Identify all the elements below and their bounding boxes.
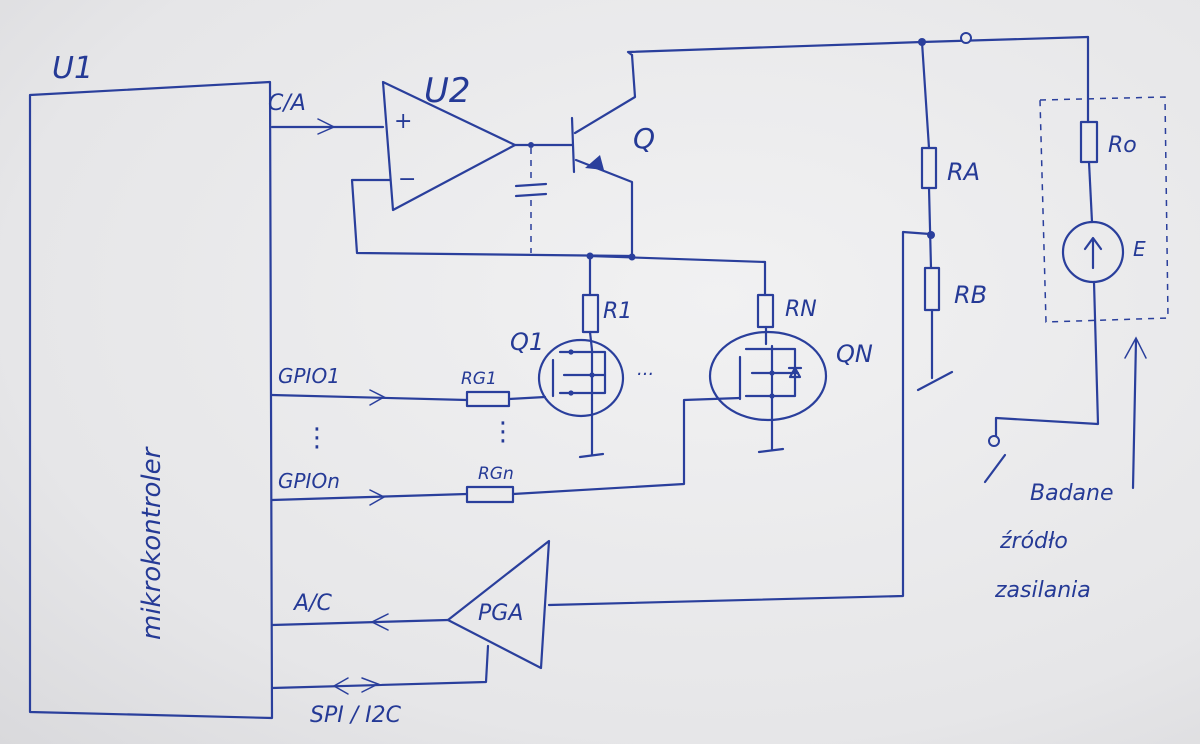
- pga-label: PGA: [478, 601, 523, 626]
- q1-label: Q1: [510, 328, 544, 356]
- rn-label: RN: [785, 297, 817, 322]
- ra-label: RA: [947, 158, 980, 186]
- microcontroller-u1: U1 mikrokontroler: [28, 51, 274, 720]
- ro-label: Ro: [1108, 133, 1137, 158]
- gpio1-line: GPIO1 RG1: [270, 364, 547, 408]
- gpion-line: GPIOn RGn: [270, 396, 742, 506]
- gpio-dots-mid: ⋮: [490, 417, 516, 447]
- mosfet-qn: QN: [708, 330, 873, 454]
- u1-label: U1: [52, 51, 93, 86]
- resistor-r1: R1: [581, 254, 632, 352]
- mosfet-ellipsis: ···: [636, 364, 653, 385]
- u2-label: U2: [424, 71, 471, 111]
- dac-output-line: C/A: [268, 91, 385, 135]
- voltage-divider: RA RB: [916, 40, 987, 392]
- gpion-label: GPIOn: [278, 469, 340, 493]
- mcu-label: mikrokontroler: [137, 445, 167, 640]
- gpio-dots-left: ⋮: [304, 423, 330, 453]
- opamp-u2: U2 + −: [350, 71, 634, 258]
- pga-amplifier: PGA A/C SPI / I2C: [270, 230, 932, 728]
- e-label: E: [1133, 237, 1146, 261]
- transistor-q: Q: [570, 53, 655, 258]
- battery-caption-line2: źródło: [999, 529, 1068, 554]
- rb-label: RB: [954, 281, 987, 309]
- battery-caption-line1: Badane: [1030, 481, 1114, 506]
- gpio1-label: GPIO1: [278, 364, 340, 388]
- mosfet-q1: Q1: [510, 328, 625, 459]
- q-label: Q: [633, 122, 655, 155]
- rgn-label: RGn: [478, 464, 514, 484]
- battery-under-test: Ro E Badane źródło zasilania: [983, 35, 1169, 603]
- compensation-capacitor: [514, 148, 548, 253]
- top-rail: [626, 32, 1090, 57]
- emitter-node: [586, 252, 767, 264]
- opamp-plus-label: +: [394, 109, 412, 134]
- r1-label: R1: [603, 299, 632, 324]
- ac-label: A/C: [292, 591, 332, 616]
- opamp-minus-label: −: [398, 167, 416, 192]
- qn-label: QN: [836, 340, 873, 368]
- resistor-rn: RN: [756, 260, 817, 346]
- battery-caption-line3: zasilania: [994, 578, 1091, 603]
- rg1-label: RG1: [461, 369, 497, 389]
- ca-label: C/A: [268, 91, 306, 116]
- spi-label: SPI / I2C: [310, 703, 402, 728]
